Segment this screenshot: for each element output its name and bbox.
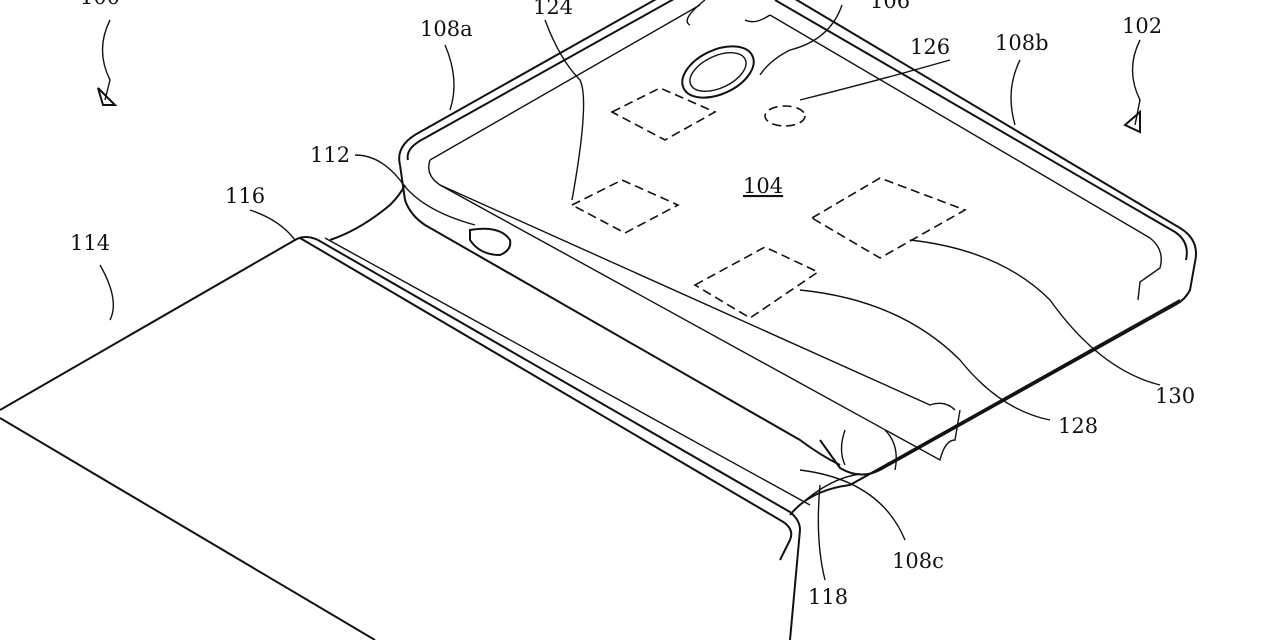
label-104: 104 bbox=[743, 174, 783, 198]
label-116: 116 bbox=[225, 184, 265, 208]
label-108b: 108b bbox=[995, 31, 1049, 55]
label-108c: 108c bbox=[892, 549, 944, 573]
leader-lines bbox=[97, 4, 1161, 581]
label-118: 118 bbox=[808, 585, 848, 609]
label-102: 102 bbox=[1122, 14, 1162, 38]
label-112: 112 bbox=[310, 143, 350, 167]
cover-flap bbox=[0, 184, 1181, 640]
label-108a: 108a bbox=[420, 17, 473, 41]
button-112 bbox=[469, 227, 512, 257]
label-130: 130 bbox=[1155, 384, 1195, 408]
label-106: 106 bbox=[870, 0, 910, 13]
label-124: 124 bbox=[533, 0, 573, 19]
label-114: 114 bbox=[70, 231, 110, 255]
label-100: 100 bbox=[80, 0, 120, 9]
case-tray bbox=[398, 0, 1197, 476]
label-126: 126 bbox=[910, 35, 950, 59]
label-128: 128 bbox=[1058, 414, 1098, 438]
